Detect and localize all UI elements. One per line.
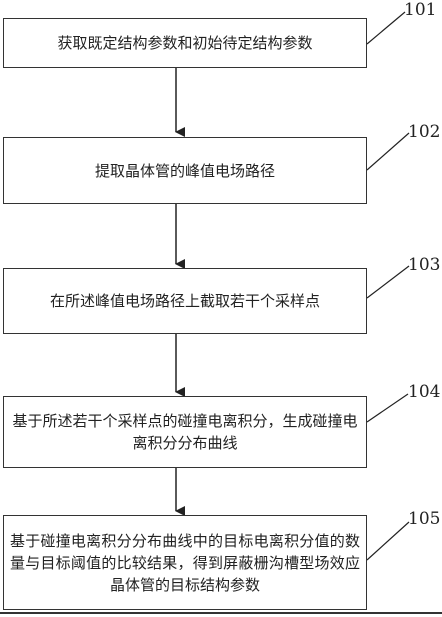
step-text-103: 在所述峰值电场路径上截取若干个采样点 — [49, 292, 320, 310]
step-number-105: 105 — [408, 509, 441, 529]
step-text-101: 获取既定结构参数和初始待定结构参数 — [57, 34, 313, 52]
leader-102 — [366, 132, 410, 171]
step-box-102: 提取晶体管的峰值电场路径 — [3, 137, 367, 204]
step-text-102: 提取晶体管的峰值电场路径 — [94, 161, 275, 180]
step-box-104: 基于所述若干个采样点的碰撞电离积分，生成碰撞电离积分分布曲线 — [3, 396, 367, 468]
step-box-101: 获取既定结构参数和初始待定结构参数 — [3, 18, 367, 68]
step-number-101: 101 — [404, 0, 437, 20]
step-text-105: 基于碰撞电离积分分布曲线中的目标电离积分值的数量与目标阈值的比较结果，得到屏蔽栅… — [10, 531, 360, 594]
step-box-103: 在所述峰值电场路径上截取若干个采样点 — [3, 268, 367, 334]
step-number-103: 103 — [408, 255, 441, 275]
leader-105 — [366, 521, 410, 561]
step-number-102: 102 — [408, 122, 441, 142]
step-box-105: 基于碰撞电离积分分布曲线中的目标电离积分值的数量与目标阈值的比较结果，得到屏蔽栅… — [3, 515, 367, 610]
step-number-104: 104 — [408, 382, 441, 402]
bottom-rule — [0, 612, 442, 614]
step-text-104: 基于所述若干个采样点的碰撞电离积分，生成碰撞电离积分分布曲线 — [12, 412, 358, 452]
leader-104 — [366, 393, 409, 423]
leader-101 — [366, 11, 406, 45]
leader-103 — [366, 265, 410, 299]
